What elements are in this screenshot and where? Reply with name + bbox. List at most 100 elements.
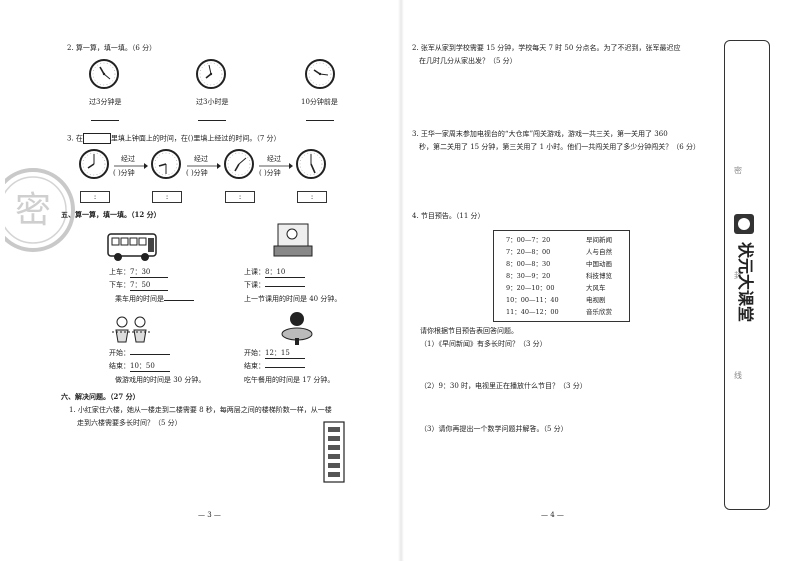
- schedule-time: 7：20—8：00: [506, 248, 551, 256]
- clock-icon-6: [224, 149, 254, 179]
- answer-line-2[interactable]: [198, 120, 226, 121]
- answer-line-1[interactable]: [91, 120, 119, 121]
- class-question: 上一节课用的时间是 40 分钟。: [244, 295, 342, 303]
- bus-icon: [107, 233, 157, 261]
- lunch-question: 吃午餐用的时间是 17 分钟。: [244, 376, 335, 384]
- class-on-time: 8：10: [265, 268, 305, 278]
- schedule-time: 11：40—12：00: [506, 308, 559, 316]
- game-question: 做游戏用的时间是 30 分钟。: [115, 376, 206, 384]
- side-char-1: 密: [734, 166, 742, 175]
- q5-title: 五、算一算，填一填。（12 分）: [61, 210, 161, 219]
- clock-icon-1: [89, 59, 119, 89]
- p4-q1: （1）《早间新闻》有多长时间？（3 分）: [420, 340, 547, 348]
- q2-title: 2. 算一算，填一填。（6 分）: [67, 44, 157, 52]
- bus-off-label: 下车：: [109, 281, 130, 289]
- schedule-time: 8：00—8：30: [506, 260, 551, 268]
- schedule-show: 早间新闻: [586, 236, 612, 244]
- p3-line1: 3. 王华一家周末参加电视台的“大仓库”闯关游戏，游戏一共三关，第一关用了 36…: [412, 130, 668, 138]
- lunch-icon: [281, 312, 313, 345]
- game-end-time: 10：50: [130, 362, 170, 372]
- p4-intro: 请你根据节目预告表回答问题。: [420, 327, 518, 335]
- page-number-left: — 3 —: [198, 511, 221, 519]
- caption-3: 10分钟前是: [301, 98, 338, 106]
- brand-logo-icon: 状元大课堂: [734, 214, 755, 322]
- side-char-3: 线: [734, 371, 742, 380]
- bus-off-time: 7：50: [130, 281, 168, 291]
- stamp-text: 密: [15, 190, 51, 231]
- schedule-show: 音乐欣赏: [586, 308, 612, 316]
- class-on-label: 上课：: [244, 268, 265, 276]
- q6-p1-line2: 走到六楼需要多长时间？（5 分）: [77, 419, 182, 427]
- children-playing-icon: [112, 316, 152, 343]
- minutes-3[interactable]: ( )分钟: [259, 169, 281, 177]
- schedule-show: 人与自然: [586, 248, 612, 256]
- schedule-row: 7：20—8：00 人与自然: [494, 246, 629, 258]
- pass-label-3: 经过: [267, 155, 281, 163]
- building-icon: [323, 421, 345, 483]
- q3-title: 3. 在 里填上钟面上的时间，在()里填上经过的时间。（7 分）: [67, 133, 281, 144]
- lunch-start-label: 开始：: [244, 349, 265, 357]
- arrow-lines: [114, 163, 293, 169]
- clock-icon-3: [305, 59, 335, 89]
- schedule-time: 8：30—9：20: [506, 272, 551, 280]
- p3-line2: 秒，第二关用了 15 分钟，第三关用了 1 小时。他们一共闯关用了多少分钟闯关？…: [419, 143, 700, 151]
- p2-line2: 在几时几分从家出发？（5 分）: [419, 57, 517, 65]
- lunch-start-time: 12：15: [265, 349, 305, 359]
- bus-on-label: 上车：: [109, 268, 130, 276]
- class-off-answer[interactable]: [265, 286, 305, 287]
- schedule-show: 电视剧: [586, 296, 606, 304]
- q3-title-a: 3. 在: [67, 134, 83, 143]
- caption-2: 过3小时是: [196, 98, 229, 106]
- schedule-time: 7：00—7：20: [506, 236, 551, 244]
- page-fold: [398, 0, 404, 561]
- classroom-icon: [273, 223, 313, 257]
- game-start-label: 开始：: [109, 349, 130, 357]
- q3-title-c: )里填上经过的时间。（7 分）: [190, 134, 281, 143]
- svg-text:状元大课堂: 状元大课堂: [736, 242, 755, 322]
- time-box-4[interactable]: :: [297, 191, 327, 203]
- schedule-show: 科技博览: [586, 272, 612, 280]
- class-off-label: 下课：: [244, 281, 265, 289]
- bus-answer[interactable]: [164, 300, 194, 301]
- clock-icon-2: [196, 59, 226, 89]
- q6-p1-line1: 1. 小红家住六楼，她从一楼走到二楼需要 8 秒，每两层之间的楼梯阶数一样，从一…: [69, 406, 332, 414]
- game-end-label: 结束：: [109, 362, 130, 370]
- clock-icon-5: [151, 149, 181, 179]
- game-start-answer[interactable]: [130, 354, 170, 355]
- time-box-3[interactable]: :: [225, 191, 255, 203]
- answer-line-3[interactable]: [306, 120, 334, 121]
- caption-1: 过3分钟是: [89, 98, 122, 106]
- minutes-1[interactable]: ( )分钟: [113, 169, 135, 177]
- p2-line1: 2. 张军从家到学校需要 15 分钟，学校每天 7 时 50 分点名。为了不迟到…: [412, 44, 681, 52]
- schedule-row: 7：00—7：20 早间新闻: [494, 234, 629, 246]
- schedule-row: 10：00—11：40 电视剧: [494, 294, 629, 306]
- schedule-time: 9：20—10：00: [506, 284, 555, 292]
- clock-icon-4: [79, 149, 109, 179]
- q3-title-b: 里填上钟面上的时间，在(: [110, 134, 191, 143]
- schedule-row: 11：40—12：00 音乐欣赏: [494, 306, 629, 318]
- side-binding-strip: 密 封 线: [724, 40, 770, 510]
- lunch-end-label: 结束：: [244, 362, 265, 370]
- pass-label-2: 经过: [194, 155, 208, 163]
- bus-question: 乘车用的时间是: [115, 295, 164, 303]
- p4-q2: （2）9：30 时，电视里正在播放什么节目？（3 分）: [420, 382, 587, 390]
- side-char-2: 封: [734, 271, 742, 280]
- schedule-time: 10：00—11：40: [506, 296, 559, 304]
- minutes-2[interactable]: ( )分钟: [186, 169, 208, 177]
- q3-box-sample: [82, 133, 111, 144]
- secret-stamp-icon: 密: [5, 168, 75, 252]
- lunch-end-answer[interactable]: [265, 367, 305, 368]
- pass-label-1: 经过: [121, 155, 135, 163]
- time-box-1[interactable]: :: [80, 191, 110, 203]
- clock-icon-7: [296, 149, 326, 179]
- schedule-row: 8：30—9：20 科技博览: [494, 270, 629, 282]
- time-box-2[interactable]: :: [152, 191, 182, 203]
- bus-on-time: 7：30: [130, 268, 168, 278]
- page-number-right: — 4 —: [541, 511, 564, 519]
- p4-title: 4. 节目预告。（11 分）: [412, 212, 485, 220]
- p4-q3: （3）请你再提出一个数学问题并解答。（5 分）: [420, 425, 568, 433]
- q6-title: 六、解决问题。（27 分）: [61, 392, 140, 401]
